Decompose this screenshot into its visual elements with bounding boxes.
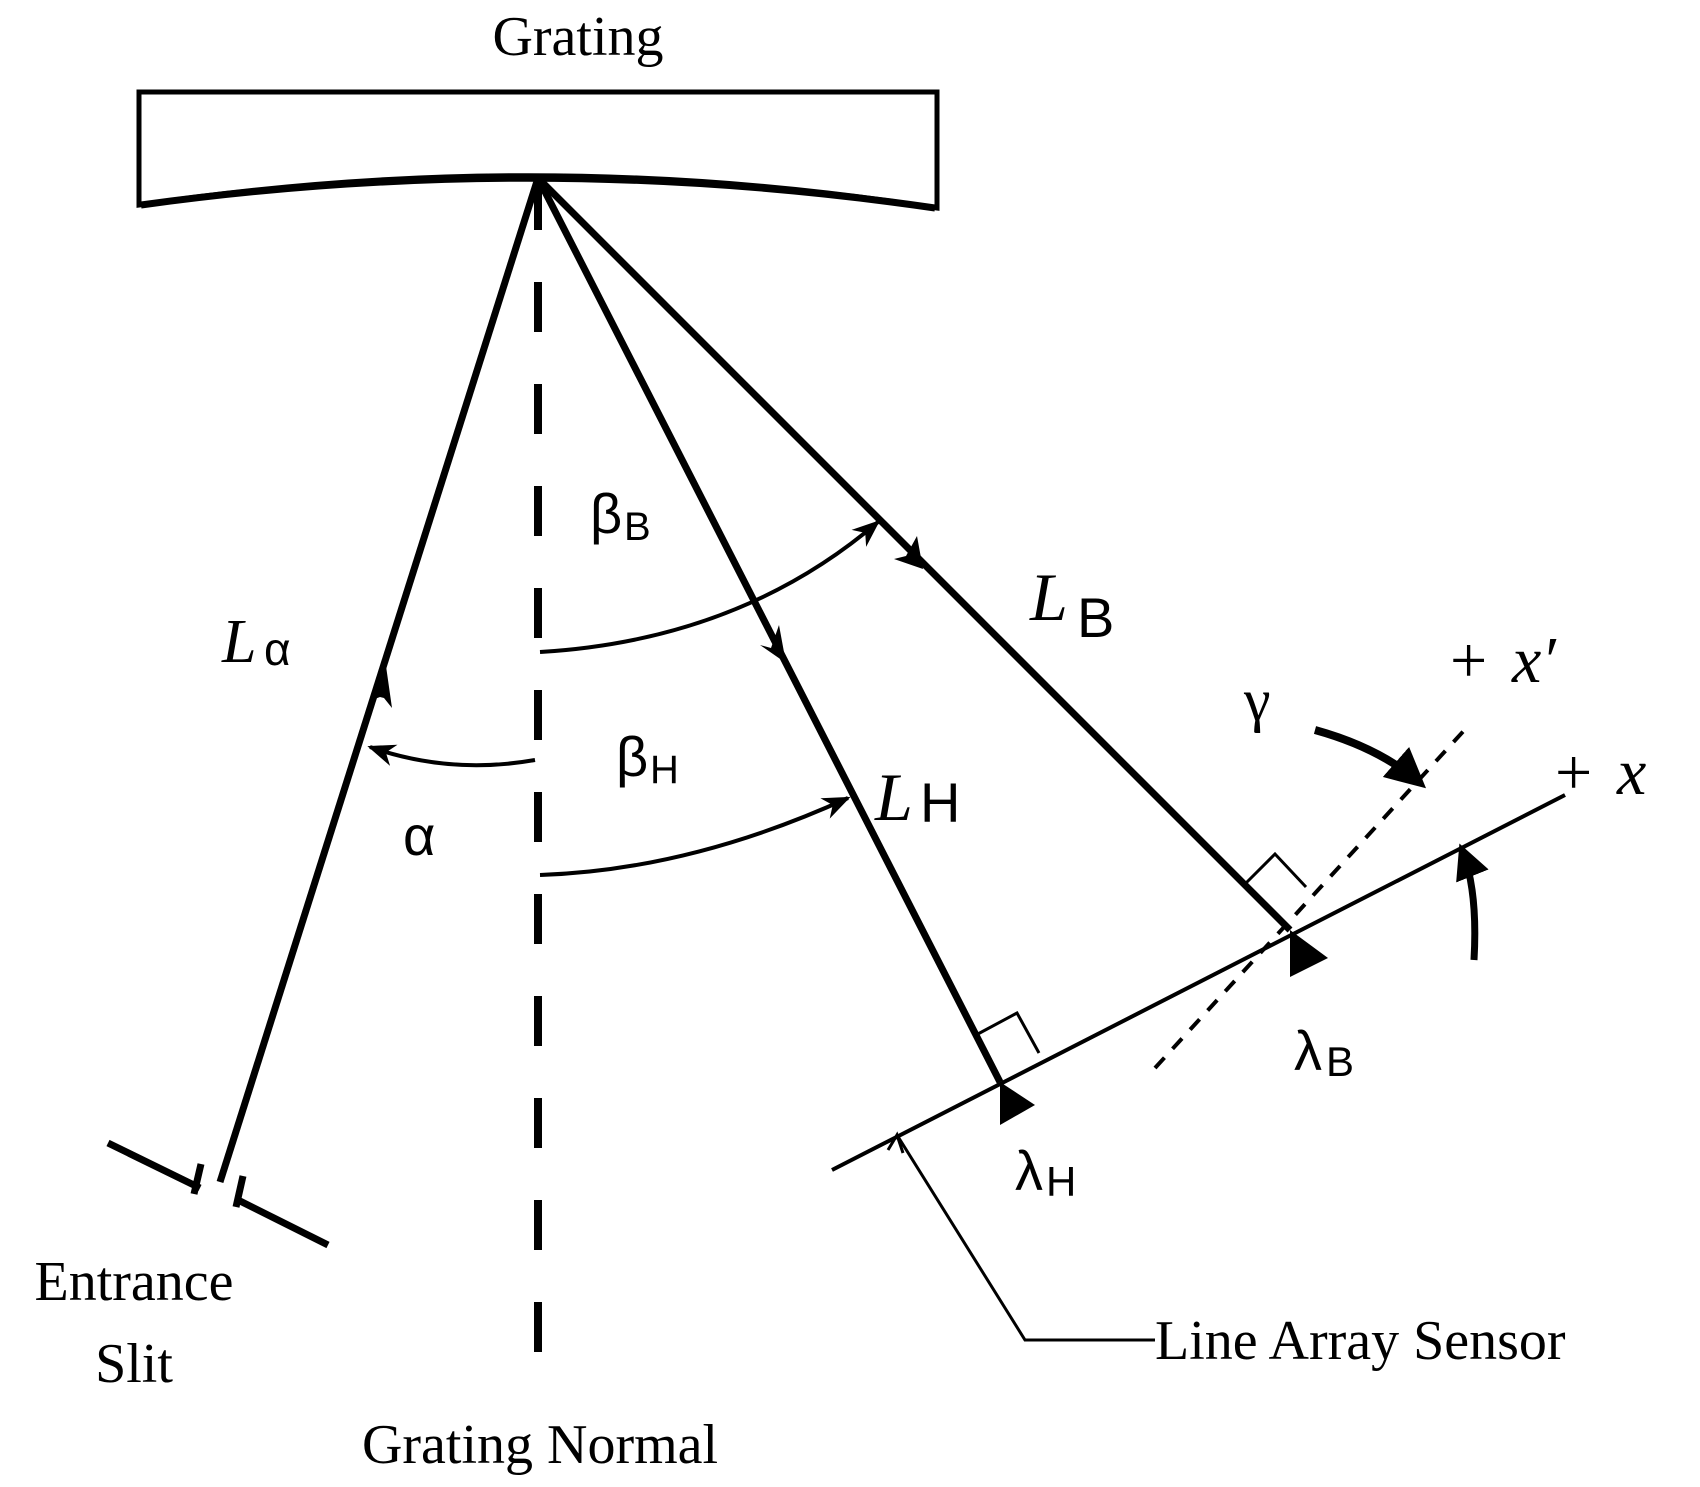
beta-B-main: β: [590, 482, 622, 545]
plus-x-label: + x: [1555, 736, 1646, 809]
L-alpha-label: L α: [221, 608, 291, 676]
lambda-B-label: λ B: [1294, 1019, 1354, 1085]
alpha-label: α: [403, 804, 435, 867]
L-alpha-sub: α: [264, 623, 291, 675]
lambda-H-label: λ H: [1015, 1139, 1076, 1205]
beta-B-sub: B: [624, 505, 651, 549]
L-alpha-main: L: [221, 608, 256, 676]
plus-x-prime-var: x′: [1511, 624, 1557, 697]
L-B-main: L: [1029, 559, 1068, 635]
beta-H-main: β: [616, 725, 648, 788]
line-array-sensor-label: Line Array Sensor: [1155, 1310, 1566, 1372]
L-B-label: L B: [1029, 559, 1114, 649]
beta-H-sub: H: [650, 748, 679, 792]
sensor-callout-leader: [895, 1134, 1155, 1342]
plus-x-sign: +: [1555, 736, 1592, 809]
ray-L-H-arrow: [760, 625, 786, 663]
plus-x-var: x: [1616, 736, 1646, 809]
lambda-H-sub: H: [1046, 1158, 1076, 1205]
lambda-B-sub: B: [1326, 1038, 1354, 1085]
ray-L-H: [534, 176, 1004, 1084]
beta-H-label: β H: [616, 725, 679, 792]
incident-ray: [216, 176, 542, 1184]
L-H-main: L: [874, 759, 913, 835]
L-H-label: L H: [874, 759, 960, 835]
gamma-label: γ: [1243, 667, 1271, 733]
lambda-B-marker: [1290, 930, 1328, 977]
sensor-tilt-arrow: [1456, 843, 1489, 961]
right-angle-marker-H: [975, 1010, 1041, 1054]
beta-B-label: β B: [590, 482, 651, 549]
plus-x-prime-sign: +: [1450, 624, 1487, 697]
beta-B-arc: [539, 520, 881, 654]
lambda-H-marker: [1000, 1082, 1035, 1125]
entrance-slit-label-line1: Entrance: [35, 1251, 234, 1313]
beta-H-arc: [539, 796, 851, 877]
grating-normal-label: Grating Normal: [362, 1414, 718, 1476]
gamma-arrow: [1313, 726, 1427, 789]
ray-L-B-arrow: [894, 536, 923, 569]
x-prime-axis: [1153, 722, 1472, 1070]
grating-label: Grating: [492, 6, 663, 68]
L-H-sub: H: [920, 771, 960, 834]
entrance-slit-label-line2: Slit: [95, 1333, 173, 1395]
entrance-slit: [106, 1139, 330, 1249]
plus-x-prime-label: + x′: [1450, 624, 1557, 697]
lambda-B-main: λ: [1294, 1019, 1322, 1082]
alpha-arc: [367, 744, 536, 768]
L-B-sub: B: [1077, 586, 1114, 649]
right-angle-marker-B: [1242, 851, 1308, 889]
line-array-sensor: [831, 793, 1566, 1172]
sensor-callout-arrowhead: [886, 1131, 905, 1154]
incident-ray-arrow: [372, 666, 392, 708]
lambda-H-main: λ: [1015, 1139, 1043, 1202]
